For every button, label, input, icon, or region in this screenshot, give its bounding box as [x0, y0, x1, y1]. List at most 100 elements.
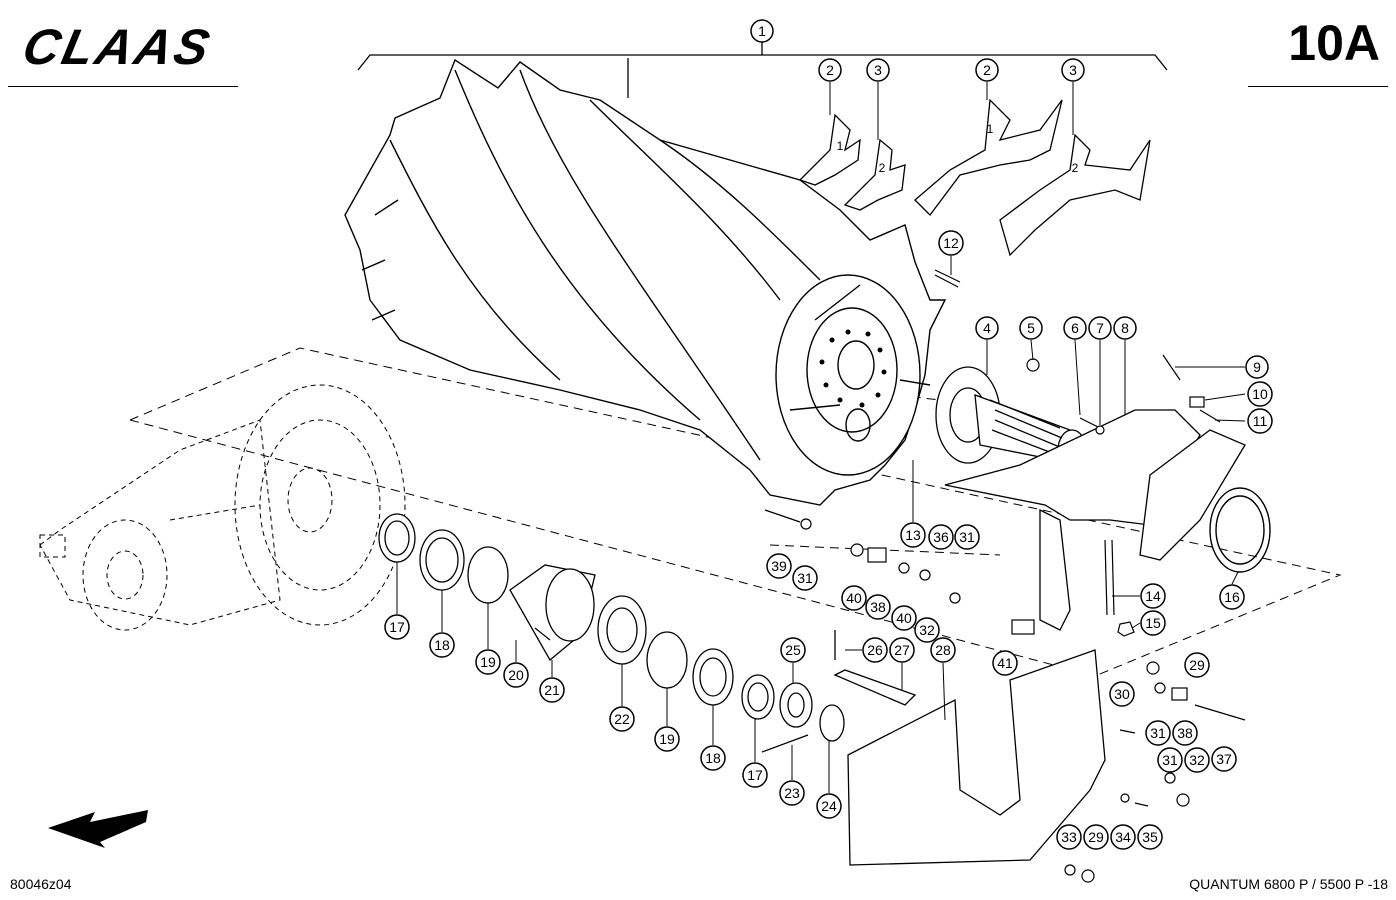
callout-label: 3 — [1069, 62, 1077, 78]
callout-label: 37 — [1216, 751, 1232, 767]
callout-label: 15 — [1145, 615, 1161, 631]
callout-label: 38 — [870, 599, 886, 615]
callout-label: 29 — [1088, 829, 1104, 845]
callout: 40 — [891, 605, 917, 631]
gearbox-ghost — [39, 384, 406, 631]
callout: 27 — [889, 637, 915, 663]
callout-layer: 1 2 3 2 3 12 4 5 6 7 8 9 10 11 13 36 31 … — [384, 19, 1273, 850]
tine-mark-1b: 1 — [987, 122, 994, 136]
callout: 17 — [742, 762, 768, 788]
callout-label: 28 — [935, 642, 951, 658]
callout-label: 20 — [508, 667, 524, 683]
callout: 33 — [1056, 824, 1082, 850]
callout-label: 21 — [544, 682, 560, 698]
callout-label: 7 — [1096, 320, 1104, 336]
callout: 29 — [1184, 652, 1210, 678]
header-rule-right — [1248, 86, 1388, 87]
callout: 17 — [384, 614, 410, 640]
callout-label: 34 — [1115, 829, 1131, 845]
callout: 20 — [503, 662, 529, 688]
callout-label: 36 — [933, 529, 949, 545]
callout-label: 31 — [959, 529, 975, 545]
callout: 35 — [1137, 824, 1163, 850]
callout: 16 — [1219, 584, 1245, 610]
callout: 31 — [1157, 747, 1183, 773]
callout-label: 22 — [614, 711, 630, 727]
tine-mark-1a: 1 — [837, 139, 844, 153]
leader-lines — [396, 82, 1246, 793]
callout: 34 — [1110, 824, 1136, 850]
callout-label: 10 — [1252, 386, 1268, 402]
callout: 24 — [816, 793, 842, 819]
callout-label: 3 — [874, 62, 882, 78]
callout-label: 17 — [389, 619, 405, 635]
callout: 36 — [928, 524, 954, 550]
tine-part-marks: 1 2 1 2 — [837, 122, 1079, 175]
callout-label: 31 — [1150, 725, 1166, 741]
callout: 9 — [1245, 355, 1269, 379]
callout-label: 38 — [1177, 725, 1193, 741]
tine-mark-2b: 2 — [1072, 161, 1079, 175]
model-footer: QUANTUM 6800 P / 5500 P -18 — [1189, 876, 1388, 892]
tine-plates — [798, 98, 1151, 257]
callout-label: 17 — [747, 767, 763, 783]
callout-label: 32 — [919, 622, 935, 638]
callout-label: 23 — [784, 785, 800, 801]
callout: 38 — [1172, 720, 1198, 746]
callout: 26 — [862, 637, 888, 663]
side-plate — [833, 630, 1106, 866]
orientation-arrow — [48, 810, 148, 848]
callout: 11 — [1247, 408, 1273, 434]
callout-label: 1 — [758, 23, 766, 39]
callout: 2 — [975, 58, 999, 82]
callout-label: 2 — [983, 62, 991, 78]
callout: 31 — [1145, 720, 1171, 746]
callout-label: 5 — [1027, 320, 1035, 336]
callout-label: 31 — [1162, 752, 1178, 768]
callout: 3 — [1061, 58, 1085, 82]
callout-label: 33 — [1061, 829, 1077, 845]
callout: 28 — [930, 637, 956, 663]
callout: 13 — [900, 522, 926, 548]
callout-label: 8 — [1121, 320, 1129, 336]
callout: 39 — [766, 553, 792, 579]
support-bracket — [944, 409, 1246, 631]
callout: 1 — [750, 19, 774, 43]
callout: 8 — [1113, 316, 1137, 340]
callout-label: 39 — [771, 558, 787, 574]
callout: 37 — [1211, 746, 1237, 772]
callout-label: 19 — [480, 654, 496, 670]
rotor-drum — [344, 58, 947, 506]
callout: 5 — [1019, 316, 1043, 340]
callout-label: 27 — [894, 642, 910, 658]
callout: 19 — [654, 726, 680, 752]
callout: 25 — [780, 637, 806, 663]
callout-label: 35 — [1142, 829, 1158, 845]
callout-label: 14 — [1145, 588, 1161, 604]
callout: 18 — [700, 745, 726, 771]
header-rule-left — [8, 86, 238, 87]
callout: 14 — [1140, 583, 1166, 609]
page-code: 10A — [1288, 15, 1380, 71]
callout-label: 41 — [997, 655, 1013, 671]
fasteners — [534, 269, 1246, 883]
callout: 22 — [609, 706, 635, 732]
callout-label: 4 — [983, 320, 991, 336]
callout-label: 32 — [1189, 752, 1205, 768]
callout: 41 — [992, 650, 1018, 676]
callout: 23 — [779, 780, 805, 806]
callout: 6 — [1063, 316, 1087, 340]
callout: 12 — [938, 230, 964, 256]
callout-label: 18 — [705, 750, 721, 766]
callout: 32 — [914, 617, 940, 643]
callout-label: 24 — [821, 798, 837, 814]
callout-label: 29 — [1189, 657, 1205, 673]
callout-label: 19 — [659, 731, 675, 747]
callout-label: 40 — [896, 610, 912, 626]
drum-bolt-holes — [819, 329, 887, 408]
callout-label: 30 — [1114, 686, 1130, 702]
callout: 30 — [1109, 681, 1135, 707]
callout-label: 26 — [867, 642, 883, 658]
callout-label: 12 — [943, 235, 959, 251]
